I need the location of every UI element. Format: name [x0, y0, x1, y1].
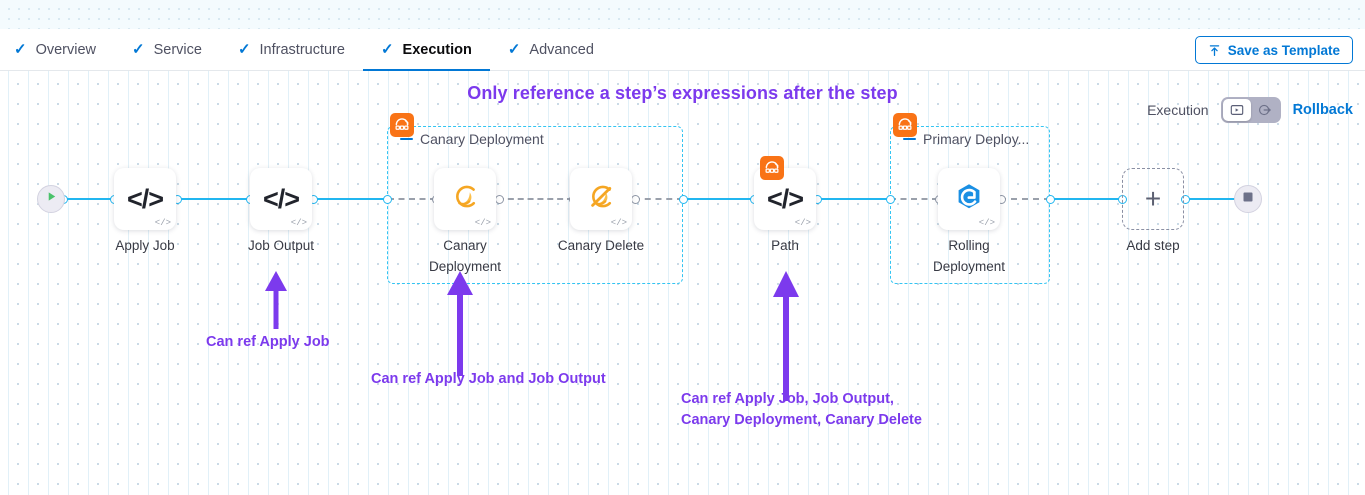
- node-caption-apply-job: Apply Job: [115, 238, 175, 253]
- save-as-template-button[interactable]: Save as Template: [1194, 36, 1353, 64]
- wire-primarygroup-in: [890, 198, 938, 200]
- collapse-dash-icon[interactable]: [400, 137, 413, 141]
- annotation-arrow-1: [262, 271, 290, 334]
- execution-rollback-toggle[interactable]: [1220, 97, 1281, 123]
- pipeline-end-node[interactable]: [1234, 185, 1262, 213]
- wire-primarygroup-out: [1000, 198, 1050, 200]
- add-step-label: Add step: [1126, 238, 1180, 253]
- annotation-text-1: Can ref Apply Job: [206, 334, 330, 350]
- tab-overview[interactable]: ✓ Overview: [0, 29, 114, 71]
- group-label-primary: Primary Deploy...: [903, 131, 1029, 147]
- execution-mode-strip: Execution Rollback: [1147, 97, 1353, 123]
- node-canary-delete[interactable]: </>: [570, 168, 632, 230]
- code-icon: </>: [126, 183, 164, 214]
- wire-canary-to-canarydelete: [498, 198, 573, 200]
- tab-label: Infrastructure: [259, 41, 345, 58]
- tab-service[interactable]: ✓ Service: [114, 29, 220, 71]
- pipeline-canvas[interactable]: Only reference a step’s expressions afte…: [0, 71, 1365, 495]
- rollback-mode-icon: [1258, 103, 1272, 117]
- wire-canarygroup-out: [634, 198, 683, 200]
- check-icon: ✓: [237, 41, 251, 58]
- group-badge-path: [760, 156, 784, 180]
- check-icon: ✓: [132, 41, 145, 58]
- group-badge-primary: [893, 113, 917, 137]
- port[interactable]: [631, 195, 640, 204]
- tab-label: Service: [153, 41, 202, 58]
- port[interactable]: [383, 195, 392, 204]
- tab-label: Advanced: [529, 41, 594, 58]
- group-canary-deployment[interactable]: [387, 126, 683, 284]
- annotation-arrow-3: [772, 271, 800, 406]
- port[interactable]: [886, 195, 895, 204]
- rollback-link[interactable]: Rollback: [1292, 102, 1353, 118]
- code-tag-icon: </>: [978, 218, 995, 228]
- canary-delete-icon: [584, 180, 618, 219]
- node-rolling-deployment[interactable]: </>: [938, 168, 1000, 230]
- port[interactable]: [495, 195, 504, 204]
- port[interactable]: [1046, 195, 1055, 204]
- node-caption-path: Path: [771, 238, 799, 253]
- wire-path-to-primarygroup: [816, 198, 890, 200]
- code-tag-icon: </>: [610, 218, 627, 228]
- collapse-dash-icon[interactable]: [903, 137, 916, 141]
- rollback-mode-button[interactable]: [1251, 99, 1279, 121]
- code-tag-icon: </>: [290, 218, 307, 228]
- wizard-tab-bar: ✓ Overview ✓ Service ✓ Infrastructure ✓ …: [0, 29, 1365, 72]
- check-icon: ✓: [380, 41, 394, 58]
- code-tag-icon: </>: [474, 218, 491, 228]
- tab-infrastructure[interactable]: ✓ Infrastructure: [220, 29, 363, 71]
- node-caption-canary-delete: Canary Delete: [557, 238, 645, 253]
- add-step-button[interactable]: +: [1122, 168, 1184, 230]
- upload-template-icon: [1208, 44, 1221, 57]
- node-caption-job-output: Job Output: [247, 238, 315, 253]
- port[interactable]: [1181, 195, 1190, 204]
- wire-addstep-to-end: [1185, 198, 1240, 200]
- wire-start-to-apply: [62, 198, 114, 200]
- code-tag-icon: </>: [794, 218, 811, 228]
- group-primary-deployment[interactable]: [890, 126, 1050, 284]
- group-badge-canary: [390, 113, 414, 137]
- check-icon: ✓: [14, 41, 27, 58]
- code-tag-icon: </>: [154, 218, 171, 228]
- play-icon: [45, 190, 58, 208]
- wire-apply-to-joboutput: [176, 198, 250, 200]
- wire-primarygroup-to-addstep: [1050, 198, 1122, 200]
- annotation-arrow-2: [446, 271, 474, 381]
- node-job-output[interactable]: </> </>: [250, 168, 312, 230]
- execution-mode-icon: [1230, 103, 1244, 117]
- tab-label: Execution: [402, 41, 472, 58]
- execution-label: Execution: [1147, 102, 1209, 118]
- tab-label: Overview: [35, 41, 97, 58]
- group-label-text: Canary Deployment: [420, 131, 544, 147]
- check-icon: ✓: [507, 41, 521, 58]
- pipeline-start-node[interactable]: [37, 185, 65, 213]
- wire-canarygroup-in: [388, 198, 436, 200]
- code-icon: </>: [262, 183, 300, 214]
- canary-bird-icon: [448, 180, 482, 219]
- stop-icon: [1242, 190, 1254, 208]
- tab-advanced[interactable]: ✓ Advanced: [490, 29, 612, 71]
- node-caption-canary-deployment: Canary Deployment: [428, 238, 502, 274]
- node-apply-job[interactable]: </> </>: [114, 168, 176, 230]
- group-label-canary: Canary Deployment: [400, 131, 544, 147]
- code-icon: </>: [766, 183, 804, 214]
- node-canary-deployment[interactable]: </>: [434, 168, 496, 230]
- canvas-top-dotted-strip: [0, 0, 1365, 29]
- node-caption-rolling-deployment: Rolling Deployment: [932, 238, 1006, 274]
- wire-canarygroup-to-path: [683, 198, 754, 200]
- headline-annotation: Only reference a step’s expressions afte…: [467, 83, 898, 103]
- save-as-template-label: Save as Template: [1227, 42, 1340, 58]
- wire-joboutput-to-canarygroup: [312, 198, 388, 200]
- execution-mode-button[interactable]: [1222, 99, 1251, 121]
- tab-execution[interactable]: ✓ Execution: [362, 29, 490, 72]
- annotation-text-2: Can ref Apply Job and Job Output: [371, 371, 606, 387]
- annotation-text-3: Can ref Apply Job, Job Output, Canary De…: [681, 391, 922, 429]
- rolling-deploy-icon: [954, 182, 984, 217]
- port[interactable]: [679, 195, 688, 204]
- plus-icon: +: [1144, 183, 1162, 214]
- group-label-text: Primary Deploy...: [923, 131, 1030, 147]
